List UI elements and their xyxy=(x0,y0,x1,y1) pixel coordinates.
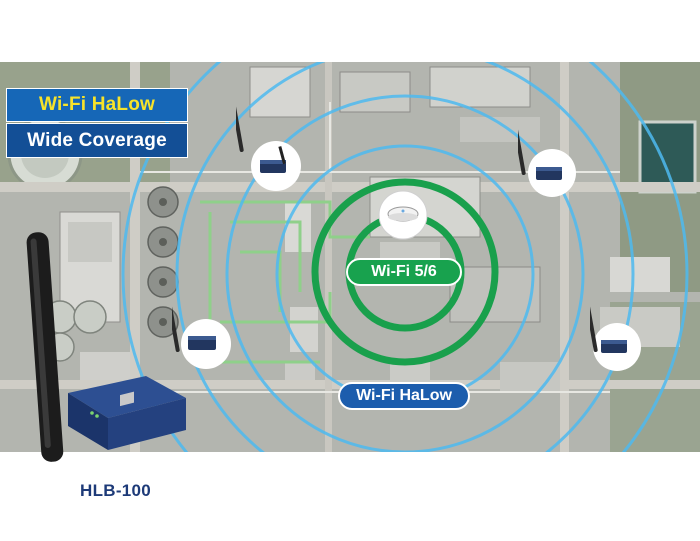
halow-label-text: Wi-Fi HaLow xyxy=(356,387,452,404)
coverage-banner: Wi-Fi HaLow Wide Coverage xyxy=(6,88,188,158)
halow-bridge-device xyxy=(26,232,186,462)
client-antenna-4 xyxy=(590,292,598,352)
halow-client-icon-3 xyxy=(181,319,231,369)
halow-client-icon-4 xyxy=(593,323,641,371)
halow-label: Wi-Fi HaLow xyxy=(338,382,470,410)
wifi56-label: Wi-Fi 5/6 xyxy=(346,258,462,286)
client-antenna-2 xyxy=(518,115,526,175)
product-model-label: HLB-100 xyxy=(80,481,152,500)
banner-title: Wi-Fi HaLow xyxy=(38,94,155,115)
banner-line-top: Wi-Fi HaLow xyxy=(6,88,188,122)
wifi56-label-text: Wi-Fi 5/6 xyxy=(371,263,437,280)
banner-line-bottom: Wide Coverage xyxy=(6,123,188,158)
client-antenna-1 xyxy=(236,92,244,152)
banner-subtitle: Wide Coverage xyxy=(27,129,167,151)
halow-client-icon-1 xyxy=(251,141,301,191)
halow-client-icon-2 xyxy=(528,149,576,197)
client-antenna-3 xyxy=(172,292,180,352)
ceiling-access-point-icon xyxy=(378,190,428,240)
